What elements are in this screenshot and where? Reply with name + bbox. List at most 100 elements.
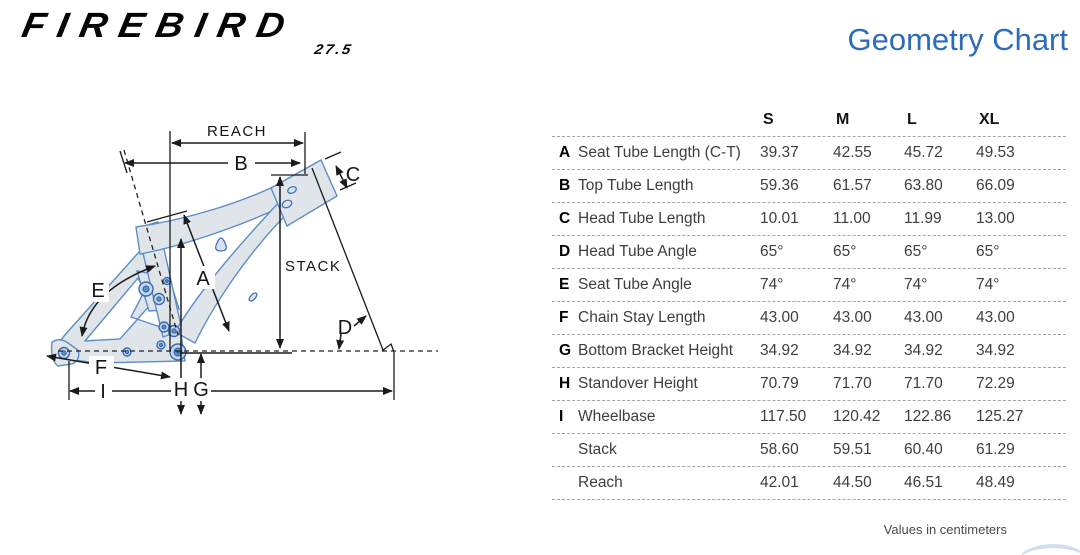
dimension-labels: REACH STACK A B C D E F G H I (88, 123, 360, 403)
value-m: 44.50 (833, 474, 872, 491)
value-l: 74° (904, 276, 928, 293)
value-l: 45.72 (904, 144, 943, 161)
value-xl: 66.09 (976, 177, 1015, 194)
row-label: Top Tube Length (578, 177, 694, 194)
value-l: 65° (904, 243, 928, 260)
value-m: 61.57 (833, 177, 872, 194)
table-row: F Chain Stay Length 43.00 43.00 43.00 43… (552, 302, 1066, 335)
label-i: I (100, 381, 106, 403)
value-l: 46.51 (904, 474, 943, 491)
label-e: E (91, 280, 104, 302)
table-row: G Bottom Bracket Height 34.92 34.92 34.9… (552, 335, 1066, 368)
value-s: 42.01 (760, 474, 799, 491)
value-l: 11.99 (904, 210, 942, 227)
value-s: 59.36 (760, 177, 799, 194)
value-l: 34.92 (904, 342, 943, 359)
value-xl: 49.53 (976, 144, 1015, 161)
value-s: 34.92 (760, 342, 799, 359)
head-tube-bolt (287, 186, 297, 194)
value-xl: 125.27 (976, 408, 1024, 425)
col-header-s: S (763, 111, 774, 128)
table-header-row: S M L XL (552, 100, 1066, 137)
logo-model-text: 27.5 (313, 41, 355, 57)
value-s: 43.00 (760, 309, 799, 326)
value-l: 122.86 (904, 408, 952, 425)
label-b: B (234, 153, 247, 175)
headtube-dimension-arrow (335, 165, 348, 189)
value-xl: 48.49 (976, 474, 1015, 491)
seat-top-tick (146, 210, 188, 223)
corner-swoosh-decoration (1018, 544, 1080, 555)
row-letter: D (559, 243, 571, 260)
value-m: 74° (833, 276, 857, 293)
top-tube-cutout (215, 237, 227, 252)
value-xl: 43.00 (976, 309, 1015, 326)
value-l: 43.00 (904, 309, 943, 326)
col-header-l: L (907, 111, 917, 128)
headangle-arrow-down (336, 333, 345, 350)
value-s: 10.01 (760, 210, 799, 227)
row-label: Seat Tube Length (C-T) (578, 144, 741, 161)
label-g: G (193, 379, 209, 401)
label-h: H (174, 379, 188, 401)
value-xl: 13.00 (976, 210, 1015, 227)
value-m: 11.00 (833, 210, 871, 227)
stack-label: STACK (285, 258, 341, 275)
headtube-top-tick (324, 151, 342, 160)
headangle-arrow-up (353, 315, 367, 327)
firebird-logo: FIREBIRD 27.5 (16, 6, 355, 58)
geometry-table: S M L XL A Seat Tube Length (C-T) 39.37 … (552, 100, 1066, 537)
value-s: 58.60 (760, 441, 799, 458)
value-l: 71.70 (904, 375, 943, 392)
table-row: Stack 58.60 59.51 60.40 61.29 (552, 434, 1066, 467)
table-row: I Wheelbase 117.50 120.42 122.86 125.27 (552, 401, 1066, 434)
page-title: Geometry Chart (847, 22, 1068, 57)
value-l: 63.80 (904, 177, 943, 194)
row-letter: B (559, 177, 571, 194)
label-a: A (196, 268, 210, 290)
reach-label: REACH (207, 123, 267, 140)
toptube-left-tick (119, 150, 128, 174)
value-m: 65° (833, 243, 857, 260)
row-label: Head Tube Length (578, 210, 706, 227)
table-row: C Head Tube Length 10.01 11.00 11.99 13.… (552, 203, 1066, 236)
value-xl: 34.92 (976, 342, 1015, 359)
row-letter: H (559, 375, 571, 392)
table-row: E Seat Tube Angle 74° 74° 74° 74° (552, 269, 1066, 302)
value-s: 70.79 (760, 375, 799, 392)
value-xl: 74° (976, 276, 1000, 293)
value-s: 117.50 (760, 408, 807, 425)
col-header-m: M (836, 111, 850, 128)
row-label: Head Tube Angle (578, 243, 697, 260)
value-m: 59.51 (833, 441, 872, 458)
label-c: C (346, 164, 360, 186)
frame-geometry-diagram: REACH STACK A B C D E F G H I (46, 123, 438, 415)
logo-brand-text: FIREBIRD (18, 6, 300, 45)
row-label: Wheelbase (578, 408, 656, 425)
steering-axis-line (311, 167, 384, 351)
row-letter: I (559, 408, 564, 425)
label-f: F (95, 357, 107, 379)
row-label: Bottom Bracket Height (578, 342, 734, 359)
row-letter: C (559, 210, 571, 227)
row-label: Seat Tube Angle (578, 276, 692, 293)
col-header-xl: XL (979, 111, 1000, 128)
value-s: 39.37 (760, 144, 799, 161)
value-m: 34.92 (833, 342, 872, 359)
table-row: B Top Tube Length 59.36 61.57 63.80 66.0… (552, 170, 1066, 203)
value-xl: 72.29 (976, 375, 1015, 392)
value-m: 71.70 (833, 375, 872, 392)
table-row: Reach 42.01 44.50 46.51 48.49 (552, 467, 1066, 500)
value-m: 120.42 (833, 408, 881, 425)
row-label: Reach (578, 474, 623, 491)
down-tube-cutout (248, 292, 258, 302)
table-row: A Seat Tube Length (C-T) 39.37 42.55 45.… (552, 137, 1066, 170)
value-l: 60.40 (904, 441, 943, 458)
row-label: Chain Stay Length (578, 309, 706, 326)
value-s: 65° (760, 243, 784, 260)
row-label: Standover Height (578, 375, 698, 392)
row-letter: E (559, 276, 570, 293)
row-letter: G (559, 342, 572, 359)
value-m: 42.55 (833, 144, 872, 161)
